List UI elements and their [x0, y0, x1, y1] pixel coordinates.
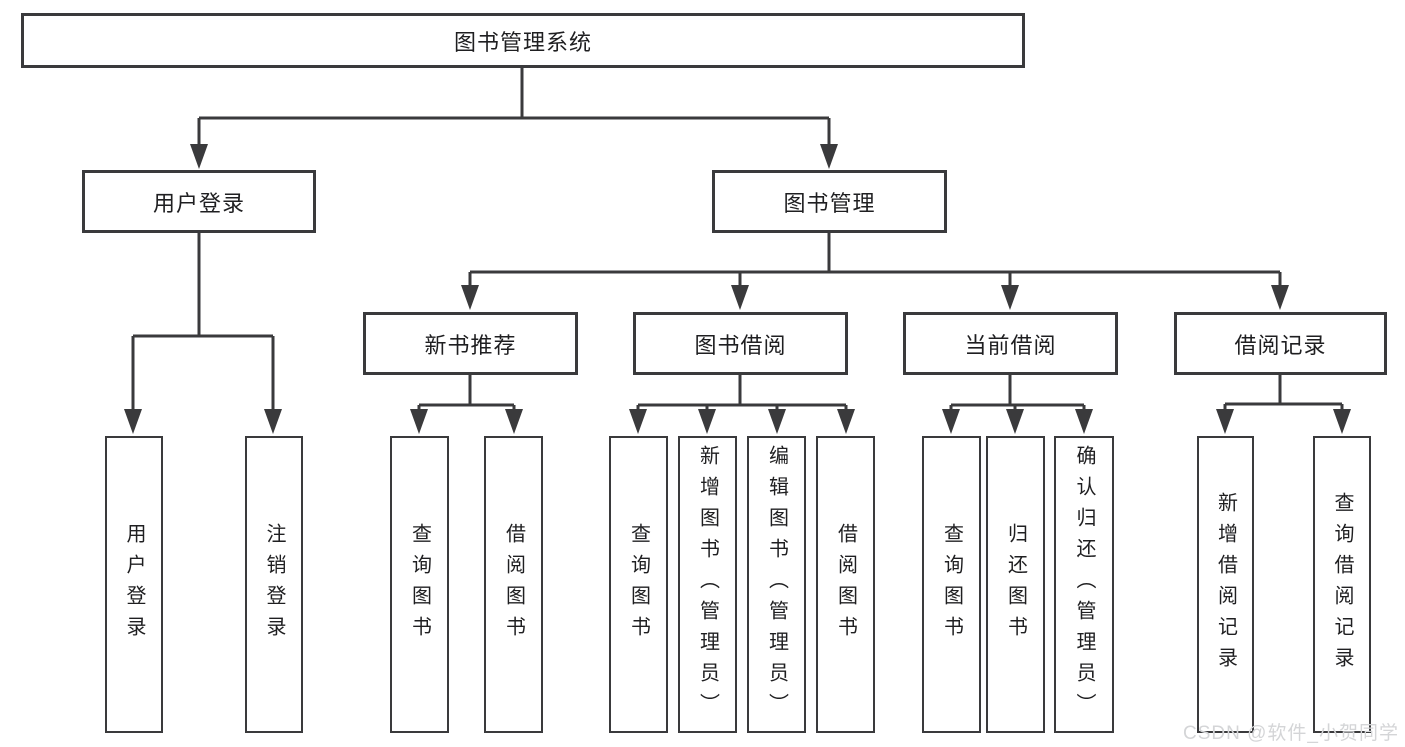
node-label: 归还图书	[1004, 522, 1027, 647]
node-system: 图书管理系统	[21, 13, 1025, 68]
node-label: 用户登录	[123, 522, 145, 647]
node-label: 新增图书（管理员）	[696, 445, 719, 724]
node-current-borrow: 当前借阅	[903, 312, 1118, 375]
node-borrow-record: 借阅记录	[1174, 312, 1387, 375]
node-label: 确认归还（管理员）	[1073, 445, 1095, 724]
node-label: 查询图书	[627, 522, 650, 647]
node-book-management: 图书管理	[712, 170, 947, 233]
node-user-login: 用户登录	[105, 436, 163, 733]
node-new-book-recommend: 新书推荐	[363, 312, 578, 375]
node-label: 查询图书	[940, 522, 963, 647]
node-book-borrow: 图书借阅	[633, 312, 848, 375]
node-cb-return-book: 归还图书	[986, 436, 1045, 733]
node-bb-add-book: 新增图书（管理员）	[678, 436, 737, 733]
node-bb-edit-book: 编辑图书（管理员）	[747, 436, 806, 733]
node-br-add-record: 新增借阅记录	[1197, 436, 1254, 733]
node-logout: 注销登录	[245, 436, 303, 733]
node-cb-confirm-return: 确认归还（管理员）	[1054, 436, 1114, 733]
node-label: 编辑图书（管理员）	[765, 445, 788, 724]
node-label: 新增借阅记录	[1214, 491, 1237, 678]
node-br-query-record: 查询借阅记录	[1313, 436, 1371, 733]
node-cb-query-book: 查询图书	[922, 436, 981, 733]
csdn-watermark: CSDN @软件_小贺同学	[1183, 723, 1399, 744]
node-label: 借阅图书	[834, 522, 857, 647]
node-bb-borrow-book: 借阅图书	[816, 436, 875, 733]
node-label: 查询图书	[408, 522, 431, 647]
node-user-login-module: 用户登录	[82, 170, 316, 233]
node-nb-borrow-book: 借阅图书	[484, 436, 543, 733]
node-nb-query-book: 查询图书	[390, 436, 449, 733]
node-bb-query-book: 查询图书	[609, 436, 668, 733]
node-label: 查询借阅记录	[1331, 491, 1353, 678]
node-label: 借阅图书	[502, 522, 525, 647]
node-label: 注销登录	[263, 522, 285, 647]
